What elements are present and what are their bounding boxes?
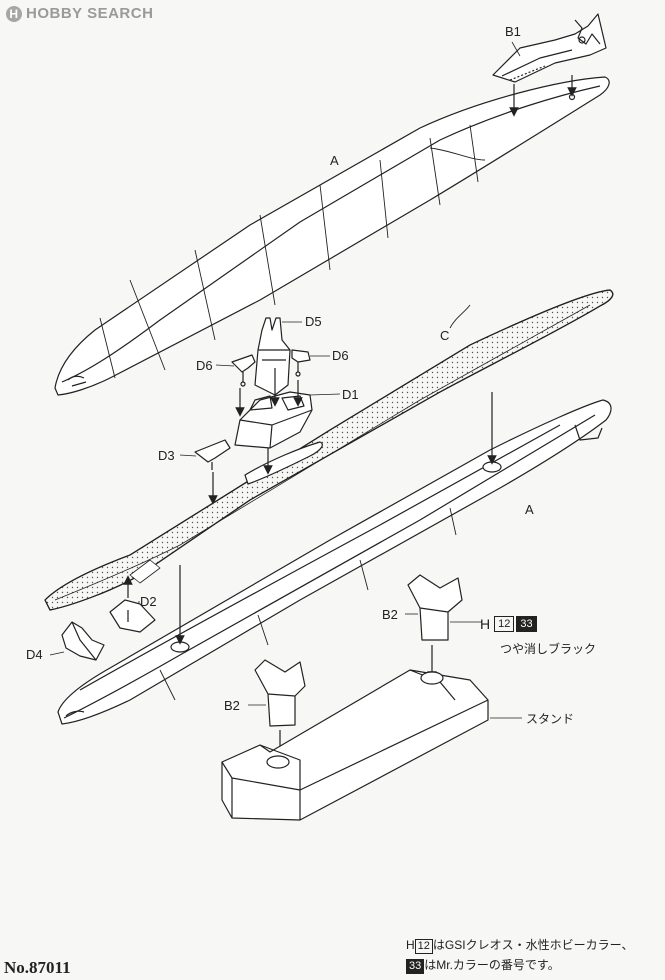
label-a-lower: A [525, 502, 534, 517]
part-d1-conning-tower [234, 391, 313, 449]
part-b2-right-cradle [407, 574, 463, 641]
paint-callout: H 12 33 [480, 616, 537, 632]
part-stand [221, 669, 489, 821]
part-d3-deck-gun [194, 439, 231, 470]
catalog-number: No.87011 [4, 958, 71, 977]
paint-code-gsi: 12 [494, 616, 515, 632]
part-c-deck [44, 289, 614, 611]
label-d3: D3 [158, 448, 175, 463]
label-a-upper: A [330, 153, 339, 168]
paint-letter: H [480, 616, 491, 632]
note-code-mr: 33 [406, 959, 425, 974]
part-d5-mast [254, 317, 291, 396]
logo-text: HOBBY SEARCH [26, 5, 154, 22]
label-b2-right: B2 [382, 607, 398, 622]
paint-name: つや消しブラック [500, 642, 597, 656]
label-d6-right: D6 [332, 348, 349, 363]
note-code-gsi: 12 [414, 939, 433, 954]
part-a-lower-hull [57, 399, 612, 725]
part-d2-stand-piece [109, 599, 156, 633]
part-d4-stand-piece [61, 621, 105, 661]
part-b2-left-cradle [254, 659, 306, 727]
part-a-upper-hull [54, 76, 610, 396]
hobby-search-logo: H HOBBY SEARCH [6, 5, 153, 22]
paint-code-mr: 33 [516, 616, 537, 632]
label-b2-left: B2 [224, 698, 240, 713]
label-d2: D2 [140, 594, 157, 609]
label-c: C [440, 328, 450, 343]
label-d6-left: D6 [196, 358, 213, 373]
part-d6-left-gun [231, 354, 256, 387]
label-d1: D1 [342, 387, 359, 402]
part-b1 [492, 13, 607, 83]
label-b1: B1 [505, 24, 521, 39]
label-stand: スタンド [526, 712, 575, 726]
part-d6-right-gun [291, 349, 311, 377]
label-d5: D5 [305, 314, 322, 329]
hobby-search-logo-icon: H [6, 5, 22, 22]
label-d4: D4 [26, 647, 43, 662]
